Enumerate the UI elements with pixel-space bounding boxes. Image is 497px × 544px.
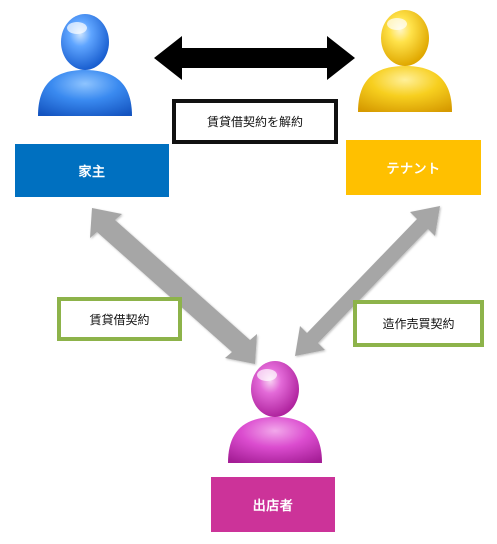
cancel-lease-callout: 賃貸借契約を解約	[172, 99, 338, 144]
cancel-lease-label: 賃貸借契約を解約	[206, 115, 303, 129]
landlord-box: 家主	[15, 144, 169, 197]
tenant-exhibitor-arrow	[295, 206, 440, 356]
lease-contract-label: 賃貸借契約	[89, 312, 150, 327]
lease-contract-callout: 賃貸借契約	[57, 297, 182, 341]
exhibitor-label: 出店者	[252, 499, 294, 514]
tenant-label: テナント	[386, 162, 441, 177]
exhibitor-person-icon	[220, 355, 330, 465]
landlord-exhibitor-arrow	[90, 208, 257, 364]
landlord-person-icon	[30, 8, 140, 118]
fixture-sale-callout: 造作売買契約	[353, 300, 484, 347]
fixture-sale-label: 造作売買契約	[382, 317, 455, 331]
landlord-tenant-arrow	[154, 36, 355, 80]
tenant-person-icon	[350, 4, 460, 114]
landlord-label: 家主	[78, 165, 106, 180]
exhibitor-box: 出店者	[211, 477, 335, 532]
tenant-box: テナント	[346, 140, 481, 195]
